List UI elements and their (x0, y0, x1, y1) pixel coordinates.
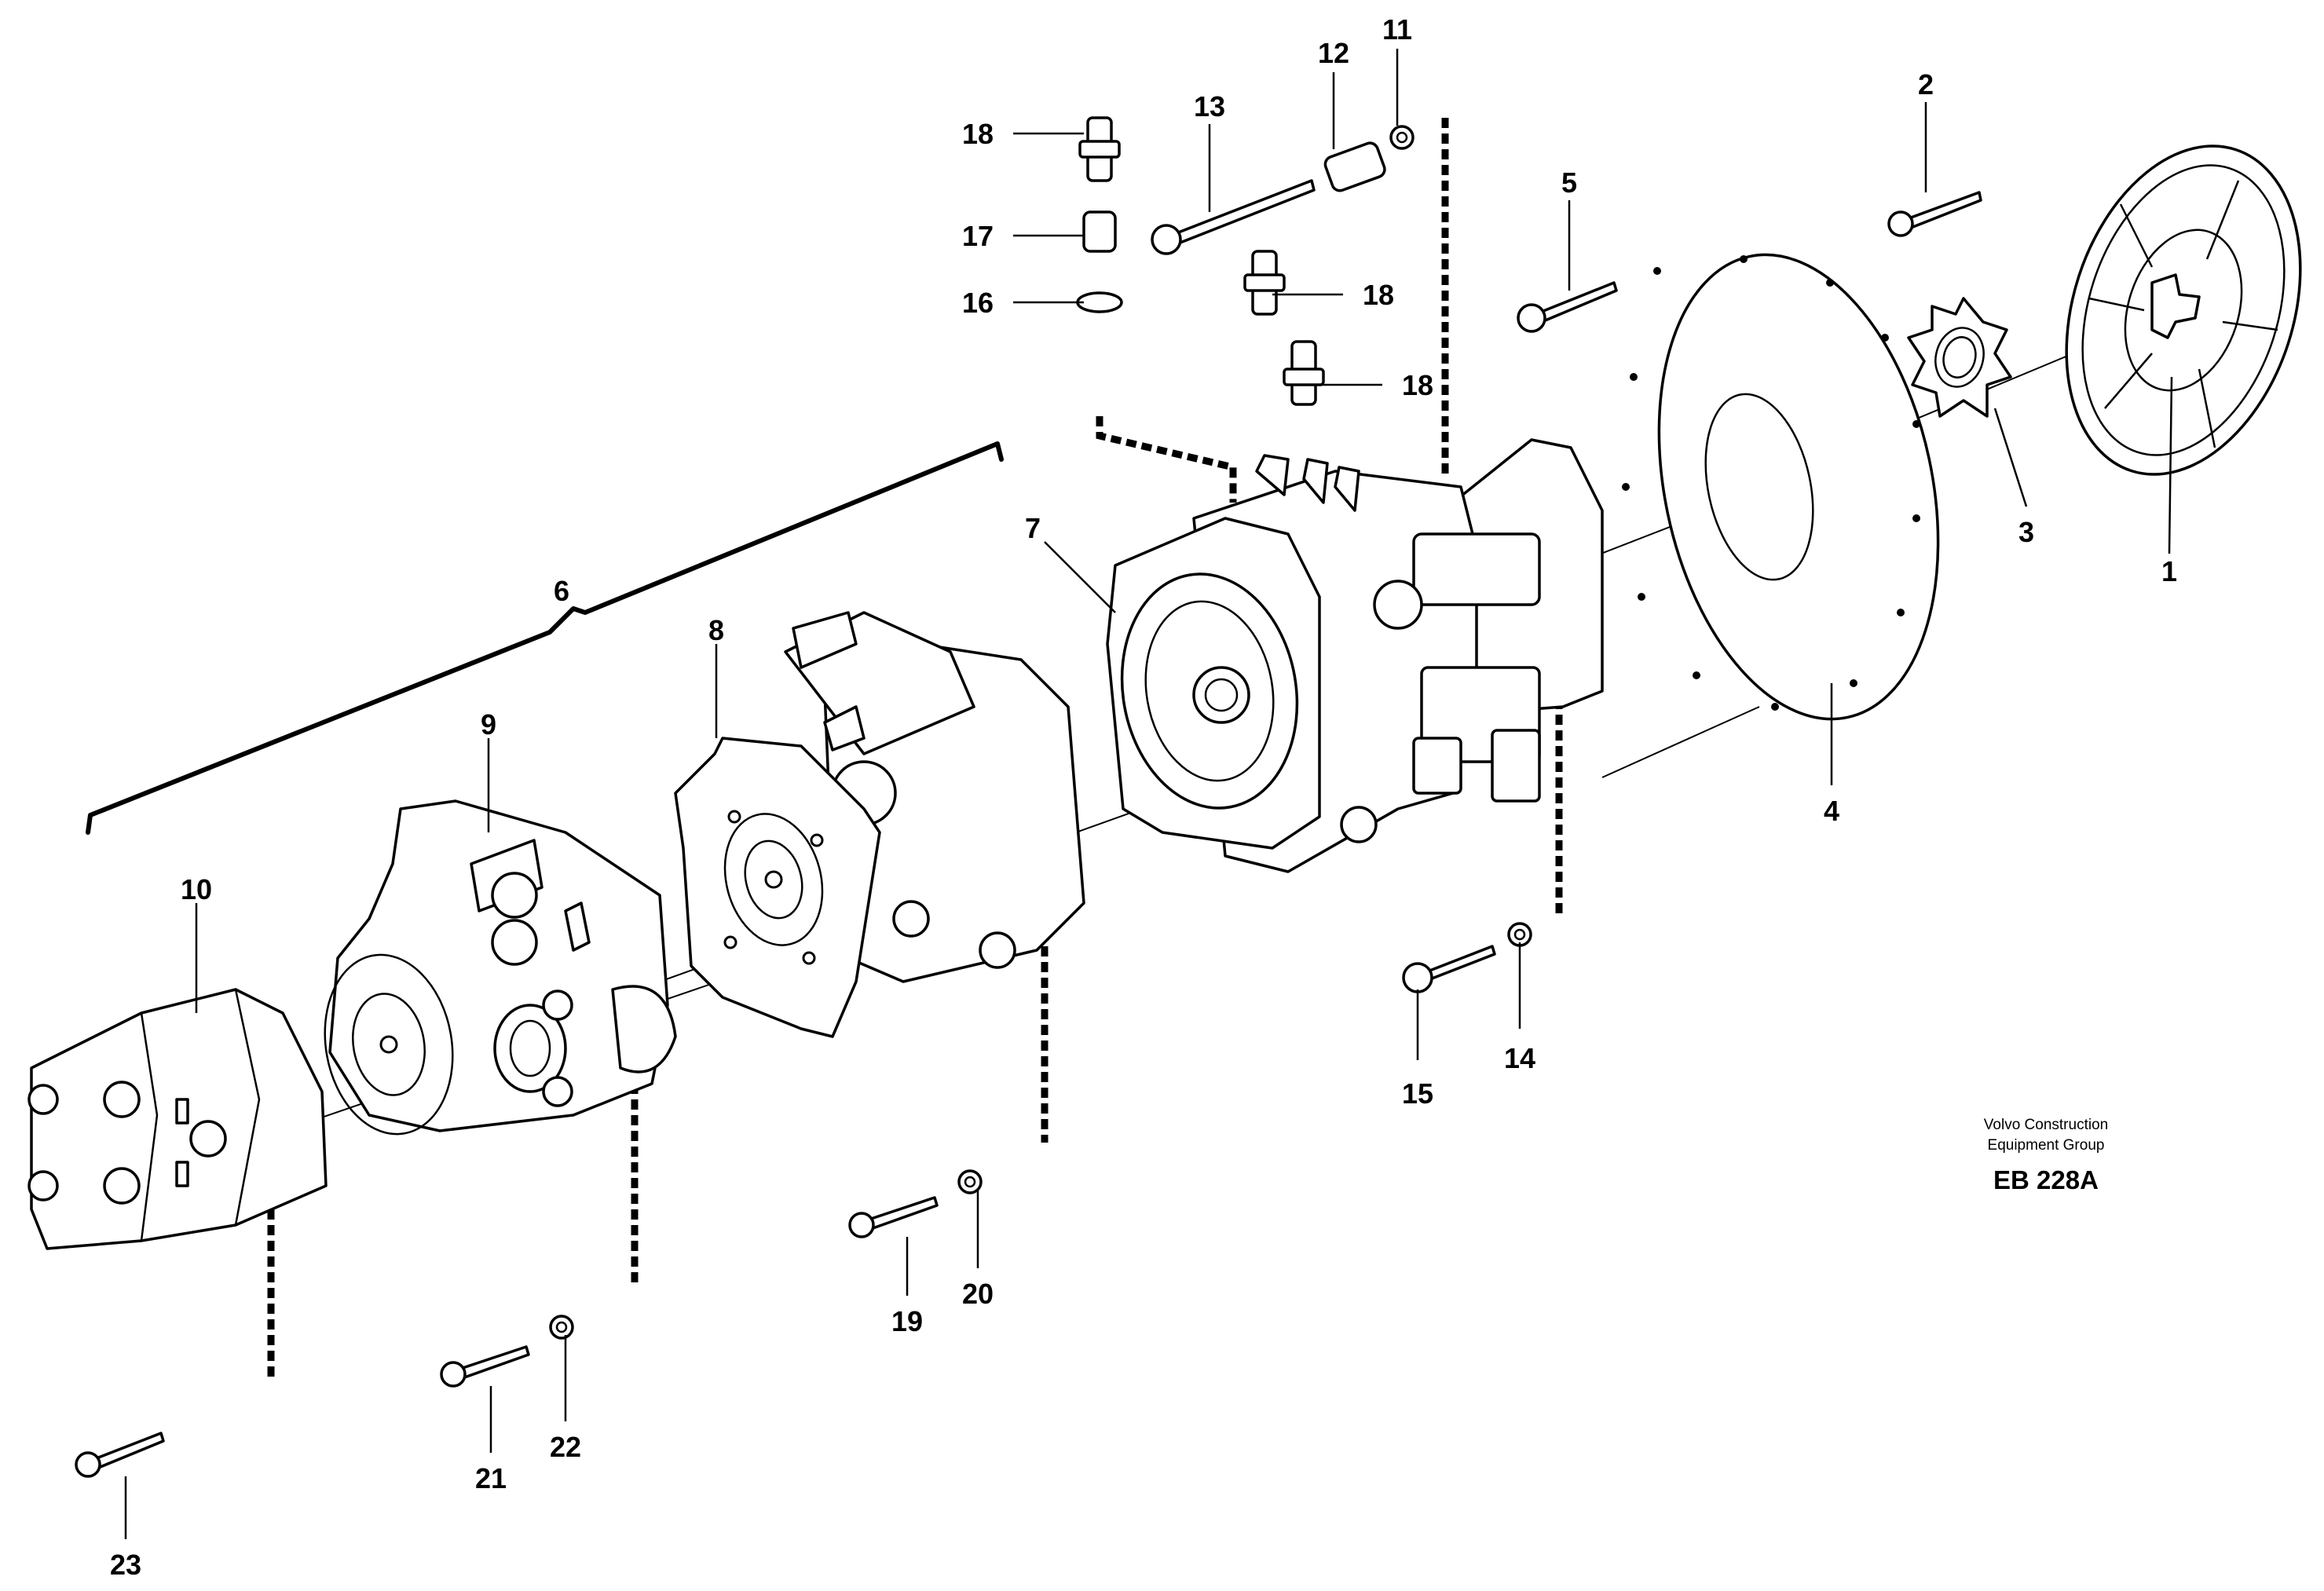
callout-23: 23 (110, 1549, 141, 1581)
callout-2: 2 (1918, 68, 1934, 101)
callout-labels: 1 2 3 4 5 6 7 8 9 10 11 12 13 14 15 16 1… (110, 13, 2177, 1581)
callout-17: 17 (962, 220, 994, 252)
callout-13: 13 (1194, 90, 1225, 123)
title-block: Volvo Construction Equipment Group EB 22… (1984, 1117, 2108, 1194)
gear-pump (27, 988, 328, 1250)
drawing-code: EB 228A (1993, 1165, 2099, 1194)
callout-18-middle: 18 (1363, 279, 1394, 311)
callout-16: 16 (962, 287, 994, 319)
coupling-hub (1907, 297, 2012, 418)
callout-14: 14 (1504, 1042, 1535, 1074)
callout-8: 8 (708, 614, 724, 646)
callout-20: 20 (962, 1278, 994, 1310)
intermediate-pump (784, 611, 1085, 983)
pump-adapter-plate (674, 737, 881, 1038)
callout-9: 9 (481, 708, 496, 741)
callout-5: 5 (1561, 166, 1577, 199)
company-name-line1: Volvo Construction (1984, 1117, 2108, 1133)
leader-lines (124, 49, 2173, 1539)
callout-10: 10 (181, 873, 212, 905)
callout-11: 11 (1382, 13, 1412, 46)
fasteners (75, 125, 1982, 1478)
callout-21: 21 (475, 1462, 507, 1494)
callout-18-top: 18 (962, 118, 994, 150)
callout-12: 12 (1318, 37, 1349, 69)
callout-22: 22 (550, 1431, 581, 1463)
group-brace (86, 441, 1004, 835)
company-name-line2: Equipment Group (1988, 1137, 2105, 1154)
callout-15: 15 (1402, 1077, 1433, 1110)
callout-6: 6 (554, 575, 569, 607)
coupling-flange (2065, 144, 2302, 476)
callout-3: 3 (2018, 516, 2034, 548)
callout-1: 1 (2161, 555, 2177, 587)
fittings (1076, 116, 1325, 406)
callout-4: 4 (1824, 795, 1839, 827)
main-pump-body (1106, 438, 1604, 873)
second-pump (324, 799, 677, 1136)
callout-7: 7 (1025, 512, 1041, 544)
callout-18-lower: 18 (1402, 369, 1433, 401)
callout-19: 19 (891, 1305, 923, 1337)
adapter-plate (1622, 253, 1940, 721)
